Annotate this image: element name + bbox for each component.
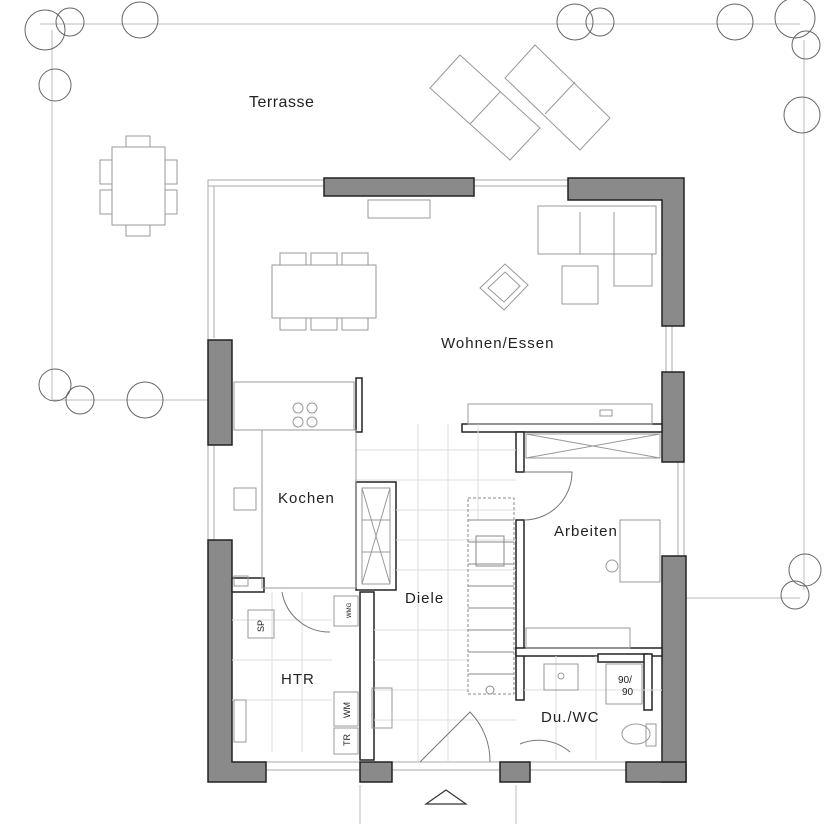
- terrace-table: [99, 135, 178, 237]
- kitchen-island: [361, 487, 391, 585]
- tile-grid: [232, 424, 662, 762]
- bathroom-fixtures: [543, 663, 657, 747]
- property-boundary: [40, 23, 805, 824]
- dining-table: [271, 252, 377, 331]
- tree-icon: [24, 0, 822, 610]
- room-label-arbeiten: Arbeiten: [554, 523, 618, 540]
- room-label-diele: Diele: [405, 590, 444, 607]
- room-label-wohnen-essen: Wohnen/Essen: [441, 335, 554, 352]
- appliance-label-wmg: WMG: [347, 602, 353, 618]
- utility-fixtures: [233, 595, 393, 755]
- appliance-label-tr: TR: [342, 734, 352, 746]
- entrance-arrow-icon: [424, 789, 468, 805]
- wardrobe: [525, 433, 661, 459]
- appliance-label-wm: WM: [342, 702, 352, 718]
- sofa: [479, 205, 657, 311]
- interior-walls: [231, 377, 663, 761]
- windows: [207, 179, 685, 771]
- doors: [281, 471, 573, 763]
- exterior-walls: [207, 177, 687, 783]
- desk: [525, 519, 661, 649]
- sun-loungers: [429, 44, 611, 161]
- room-label-du-wc: Du./WC: [541, 709, 600, 726]
- staircase: [467, 497, 515, 695]
- room-label-kochen: Kochen: [278, 490, 335, 507]
- kitchen-counter: [233, 381, 357, 589]
- tv-board: [367, 199, 653, 425]
- shower-size-bottom: 90: [622, 687, 634, 698]
- room-label-terrasse: Terrasse: [249, 94, 314, 111]
- appliance-label-sp: SP: [256, 620, 266, 632]
- room-label-htr: HTR: [281, 671, 315, 688]
- shower-size-top: 90/: [618, 675, 632, 686]
